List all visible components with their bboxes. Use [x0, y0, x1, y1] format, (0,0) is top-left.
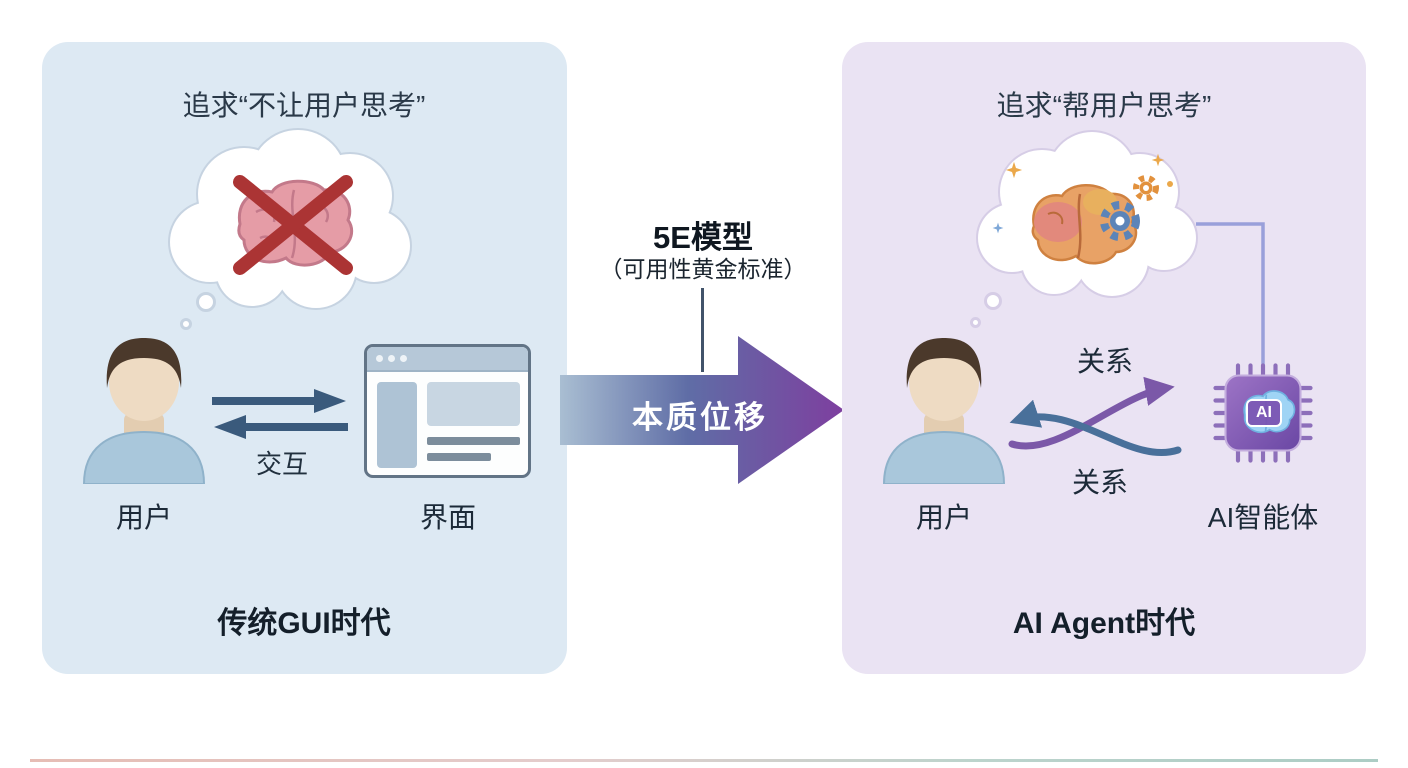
shift-arrow-label: 本质位移 — [632, 400, 768, 435]
browser-window — [364, 344, 531, 478]
thought-trail-bubble — [180, 318, 192, 330]
user-icon — [882, 338, 1006, 484]
shift-arrow — [560, 336, 844, 484]
interface-label: 界面 — [419, 502, 476, 533]
ai-agent-label: AI智能体 — [1207, 502, 1319, 533]
thought-trail-bubble — [196, 292, 216, 312]
relation-arrows-icon — [1008, 376, 1182, 456]
browser-sidebar-block — [377, 382, 417, 468]
left-panel-title: 追求“不让用户思考” — [182, 90, 426, 121]
bottom-accent-strip — [30, 759, 1378, 762]
browser-header — [367, 347, 528, 372]
colorful-brain-icon — [1031, 184, 1138, 265]
left-era-label: 传统GUI时代 — [217, 607, 391, 640]
left-user-label: 用户 — [115, 502, 172, 533]
browser-dot-icon — [388, 355, 395, 362]
browser-text-line — [427, 437, 520, 445]
chip-pins — [1213, 363, 1313, 463]
interaction-label: 交互 — [255, 449, 308, 479]
model-title: 5E模型 — [653, 220, 753, 255]
interaction-arrows-icon — [212, 389, 348, 439]
thought-bubble-no-thinking — [168, 128, 412, 310]
right-era-label: AI Agent时代 — [1012, 607, 1196, 640]
bubble-chip-connector — [1196, 222, 1265, 366]
relation-top-label: 关系 — [1076, 346, 1133, 377]
user-icon — [82, 338, 206, 484]
browser-dot-icon — [400, 355, 407, 362]
sparkle-icon — [1005, 153, 1173, 187]
cross-icon — [233, 175, 353, 275]
thought-trail-bubble — [970, 317, 981, 328]
browser-dot-icon — [376, 355, 383, 362]
gear-icon — [1133, 175, 1159, 201]
right-user-label: 用户 — [915, 502, 972, 533]
gear-icon — [1100, 201, 1140, 241]
model-pointer-line — [701, 288, 704, 372]
sparkle-icon — [992, 222, 1004, 234]
model-subtitle: （可用性黄金标准） — [599, 256, 807, 282]
ai-chip-badge: AI — [1246, 399, 1282, 427]
thought-trail-bubble — [984, 292, 1002, 310]
right-panel-title: 追求“帮用户思考” — [996, 90, 1212, 121]
thought-bubble-ai-thinking — [976, 130, 1198, 298]
relation-bottom-label: 关系 — [1071, 467, 1128, 498]
browser-text-line — [427, 453, 491, 461]
browser-content-block — [427, 382, 520, 426]
